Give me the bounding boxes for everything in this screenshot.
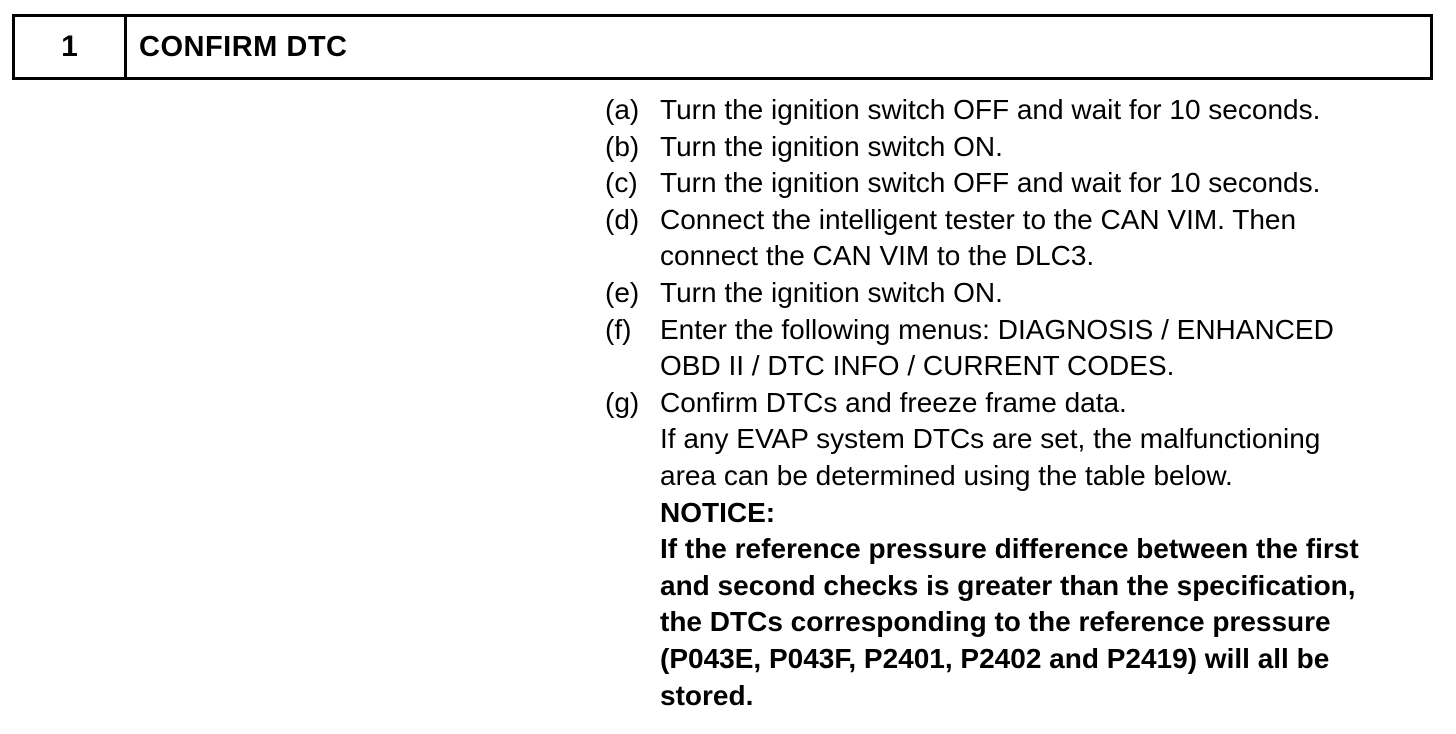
step-row-d: (d) Connect the intelligent tester to th… [605, 202, 1445, 275]
step-row-e: (e) Turn the ignition switch ON. [605, 275, 1445, 312]
step-text: Enter the following menus: DIAGNOSIS / E… [660, 313, 1334, 382]
step-label: (c) [605, 167, 638, 199]
step-text: Confirm DTCs and freeze frame data. If a… [660, 386, 1321, 491]
notice-block: NOTICE: If the reference pressure differ… [605, 495, 1445, 715]
notice-body: If the reference pressure difference bet… [660, 533, 1359, 711]
step-text: Turn the ignition switch ON. [660, 276, 1003, 308]
notice-heading: NOTICE: [660, 496, 776, 528]
step-row-b: (b) Turn the ignition switch ON. [605, 129, 1445, 166]
step-row-f: (f) Enter the following menus: DIAGNOSIS… [605, 312, 1445, 385]
step-label: (d) [605, 203, 640, 235]
step-text: Turn the ignition switch ON. [660, 130, 1003, 162]
step-row-a: (a) Turn the ignition switch OFF and wai… [605, 92, 1445, 129]
step-label: (e) [605, 276, 640, 308]
step-number-cell: 1 [15, 17, 127, 77]
step-label: (g) [605, 386, 640, 418]
step-text: Turn the ignition switch OFF and wait fo… [660, 167, 1321, 199]
step-label: (a) [605, 94, 640, 125]
step-label: (f) [605, 313, 632, 345]
step-text: Connect the intelligent tester to the CA… [660, 203, 1297, 272]
step-text: Turn the ignition switch OFF and wait fo… [660, 94, 1321, 125]
step-row-c: (c) Turn the ignition switch OFF and wai… [605, 165, 1445, 202]
step-row-g: (g) Confirm DTCs and freeze frame data. … [605, 385, 1445, 495]
procedure-body: (a) Turn the ignition switch OFF and wai… [605, 92, 1445, 714]
procedure-title: CONFIRM DTC [139, 30, 348, 63]
procedure-header: 1 CONFIRM DTC [12, 14, 1433, 80]
step-label: (b) [605, 130, 640, 162]
